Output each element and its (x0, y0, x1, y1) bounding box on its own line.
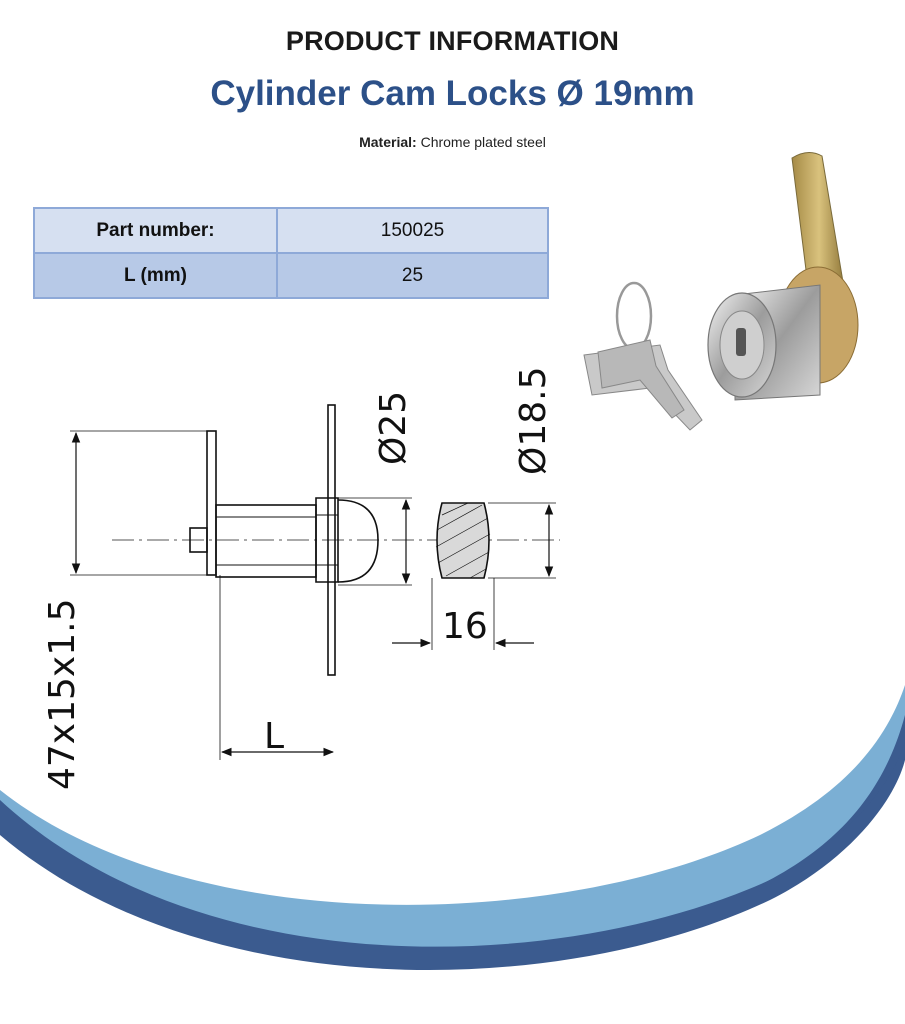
keyhole (736, 328, 746, 356)
table-row: L (mm) 25 (33, 252, 549, 299)
lock-body (215, 504, 317, 578)
cam-pin (189, 527, 208, 553)
part-number-value: 150025 (276, 207, 549, 254)
part-number-label: Part number: (33, 207, 278, 254)
material-label: Material: (359, 134, 417, 150)
decorative-waves (0, 685, 905, 1024)
product-photo (583, 152, 859, 431)
page-title: PRODUCT INFORMATION (285, 26, 620, 56)
spec-table: Part number: 150025 L (mm) 25 (33, 207, 549, 299)
plate-left (206, 430, 217, 576)
length-label: L (mm) (33, 252, 278, 299)
lock-head (337, 499, 379, 583)
material-line: Material: Chrome plated steel (0, 134, 905, 150)
key-2 (597, 339, 685, 419)
flange-plate (327, 404, 336, 676)
product-title: Cylinder Cam Locks Ø 19mm (210, 74, 695, 113)
material-value: Chrome plated steel (420, 134, 546, 150)
dim-16-label: 16 (442, 606, 488, 647)
table-row: Part number: 150025 (33, 207, 549, 254)
technical-drawing: Ø25 Ø18.5 16 47x15x1.5 L (42, 367, 560, 790)
key-ring (615, 281, 653, 351)
dim-thread-label: 47x15x1.5 (42, 599, 83, 790)
dim-l-label: L (264, 716, 284, 757)
dim-d18-5-label: Ø18.5 (513, 367, 554, 476)
dim-d25-label: Ø25 (373, 391, 414, 465)
length-value: 25 (276, 252, 549, 299)
